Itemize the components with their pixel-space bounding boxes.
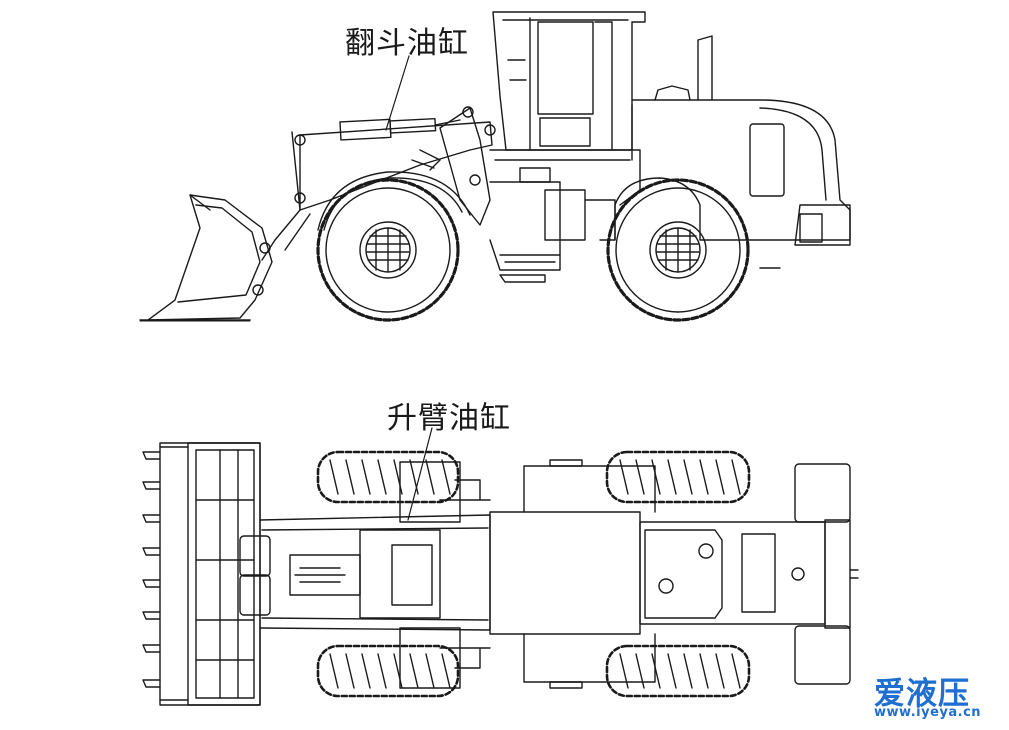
side-bucket (139, 194, 273, 321)
side-view (139, 11, 851, 322)
rocker-arm (411, 106, 491, 226)
lift-arm (261, 121, 496, 261)
cab (492, 11, 646, 151)
front-wheel (316, 178, 460, 322)
lifting-cylinder-leader (407, 427, 433, 521)
rear-wheels-top (605, 450, 751, 698)
lifting-cylinder-label: 升臂油缸 (387, 401, 511, 436)
top-bucket (159, 442, 261, 706)
watermark-logo: 爱液压 www.iyeya.cn (870, 668, 1006, 728)
front-wheels-top (316, 450, 460, 698)
rear-wheel (606, 178, 750, 322)
bucket-teeth (142, 451, 161, 688)
main-frame (489, 149, 641, 283)
top-view (142, 427, 859, 706)
tipping-cylinder (339, 117, 461, 141)
watermark-brand: 爱液压 (874, 676, 970, 712)
rear-body-top (489, 459, 859, 689)
tipping-cylinder-leader (385, 55, 410, 131)
tipping-cylinder-label: 翻斗油缸 (345, 26, 469, 61)
watermark-url: www.iyeya.cn (874, 705, 982, 720)
engine-hood (599, 35, 851, 269)
front-fender (317, 171, 471, 231)
